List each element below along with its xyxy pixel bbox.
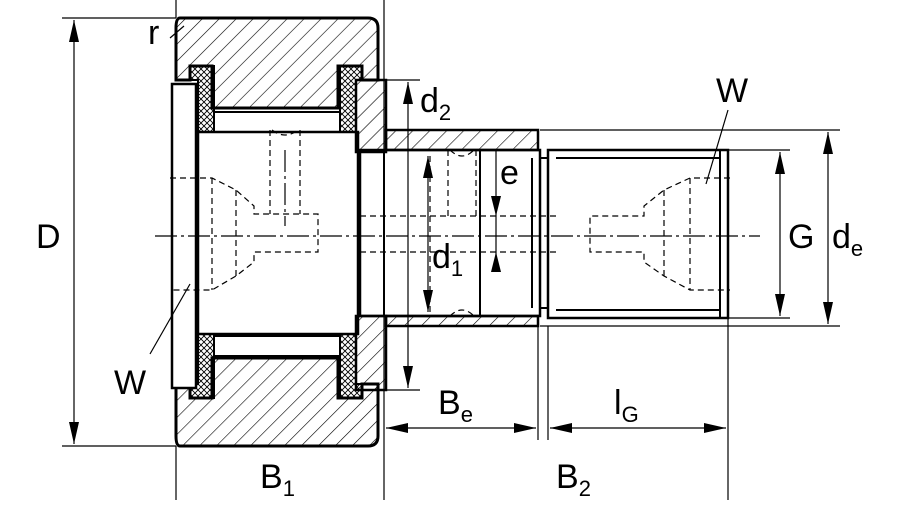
- label-B1: B1: [260, 458, 295, 500]
- collar-bottom: [384, 314, 540, 328]
- stud-head: [196, 130, 360, 336]
- label-Be: Be: [438, 384, 473, 427]
- needle-roller-top: [213, 111, 341, 133]
- outer-ring-bottom: [174, 356, 380, 448]
- label-d2: d2: [420, 82, 451, 125]
- collar-top: [384, 128, 540, 152]
- outer-ring-top: [174, 16, 380, 110]
- flange-bottom: [354, 314, 388, 392]
- label-D: D: [36, 218, 61, 256]
- label-B2: B2: [556, 458, 591, 500]
- thread-section: [546, 148, 730, 320]
- label-G: G: [788, 218, 814, 256]
- label-lG: lG: [614, 384, 639, 427]
- flange-top: [354, 78, 388, 154]
- label-W-bottom: W: [114, 364, 146, 402]
- label-W-top: W: [716, 72, 748, 110]
- label-de: de: [832, 218, 863, 261]
- label-d1: d1: [432, 238, 463, 281]
- needle-roller-bottom: [213, 335, 341, 357]
- label-e: e: [500, 154, 519, 192]
- label-r: r: [148, 14, 159, 52]
